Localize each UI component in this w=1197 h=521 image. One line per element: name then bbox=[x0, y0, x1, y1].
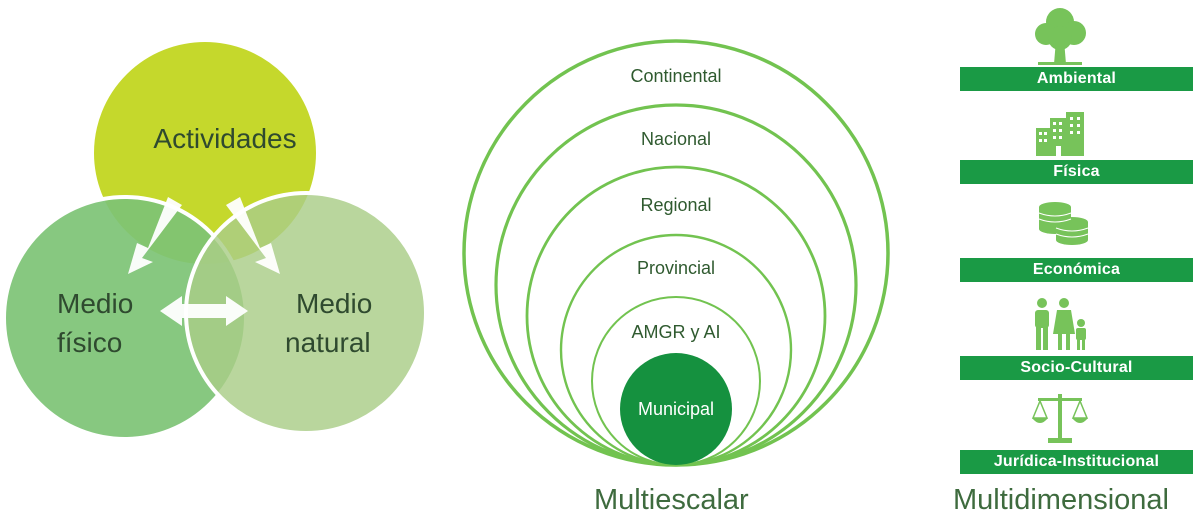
buildings-icon bbox=[1036, 112, 1084, 156]
arrow-physical-natural bbox=[160, 296, 248, 326]
scale-label-municipal: Municipal bbox=[638, 399, 714, 419]
scale-label-regional: Regional bbox=[640, 195, 711, 215]
arrow-activities-physical bbox=[128, 197, 182, 274]
ring-municipal bbox=[620, 353, 732, 465]
scales-diagram: Continental Nacional Regional Provincial… bbox=[462, 39, 890, 467]
dimension-label-fisica: Física bbox=[1053, 163, 1100, 180]
dimension-bar-economica: Económica bbox=[960, 258, 1193, 282]
dimension-bar-socio-cultural: Socio-Cultural bbox=[960, 356, 1193, 380]
tree-icon bbox=[1035, 8, 1086, 65]
scales-icon bbox=[1031, 394, 1089, 443]
dimension-label-juridica: Jurídica-Institucional bbox=[993, 453, 1160, 470]
dimension-bar-juridica: Jurídica-Institucional bbox=[960, 450, 1193, 474]
scale-label-amgr: AMGR y AI bbox=[631, 322, 720, 342]
venn-label-natural-1: Medio bbox=[296, 288, 372, 319]
arrow-activities-natural bbox=[226, 197, 280, 274]
scale-label-provincial: Provincial bbox=[637, 258, 715, 278]
dimension-icons bbox=[1031, 8, 1089, 443]
scale-label-nacional: Nacional bbox=[641, 129, 711, 149]
venn-diagram: Actividades Medio físico Medio natural bbox=[2, 38, 428, 441]
venn-label-physical-1: Medio bbox=[57, 288, 133, 319]
cycle-arrows bbox=[128, 197, 280, 326]
dimension-label-economica: Económica bbox=[1032, 261, 1121, 278]
coins-icon bbox=[1038, 202, 1089, 245]
venn-label-physical-2: físico bbox=[57, 327, 122, 358]
scale-label-continental: Continental bbox=[630, 66, 721, 86]
venn-label-natural-2: natural bbox=[285, 327, 371, 358]
dimension-label-socio-cultural: Socio-Cultural bbox=[1020, 359, 1133, 376]
dimension-label-ambiental: Ambiental bbox=[1036, 70, 1117, 87]
dimension-bar-ambiental: Ambiental bbox=[960, 67, 1193, 91]
caption-multidimensional: Multidimensional bbox=[953, 484, 1169, 516]
venn-label-activities: Actividades bbox=[153, 123, 296, 154]
family-icon bbox=[1035, 298, 1086, 350]
dimension-bar-fisica: Física bbox=[960, 160, 1193, 184]
caption-multiescalar: Multiescalar bbox=[594, 484, 749, 516]
